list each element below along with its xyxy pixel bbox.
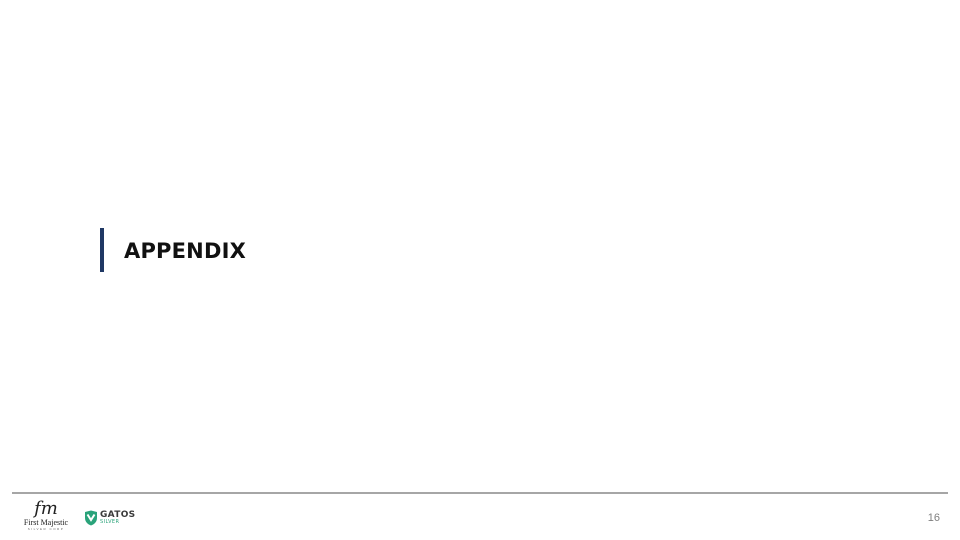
first-majestic-logo: fm First Majestic SILVER CORP (18, 500, 74, 536)
gatos-subtitle: SILVER (100, 519, 120, 525)
gatos-silver-logo: GATOS SILVER (84, 509, 135, 527)
gatos-shield-icon (85, 510, 97, 526)
footer-divider (12, 492, 948, 494)
title-accent-bar (100, 228, 104, 272)
first-majestic-subtitle: SILVER CORP (27, 527, 65, 531)
gatos-name: GATOS (100, 510, 136, 520)
first-majestic-name: First Majestic (23, 518, 69, 527)
slide-title: APPENDIX (124, 239, 246, 263)
page-number: 16 (927, 512, 940, 524)
first-majestic-monogram: fm (34, 498, 58, 519)
